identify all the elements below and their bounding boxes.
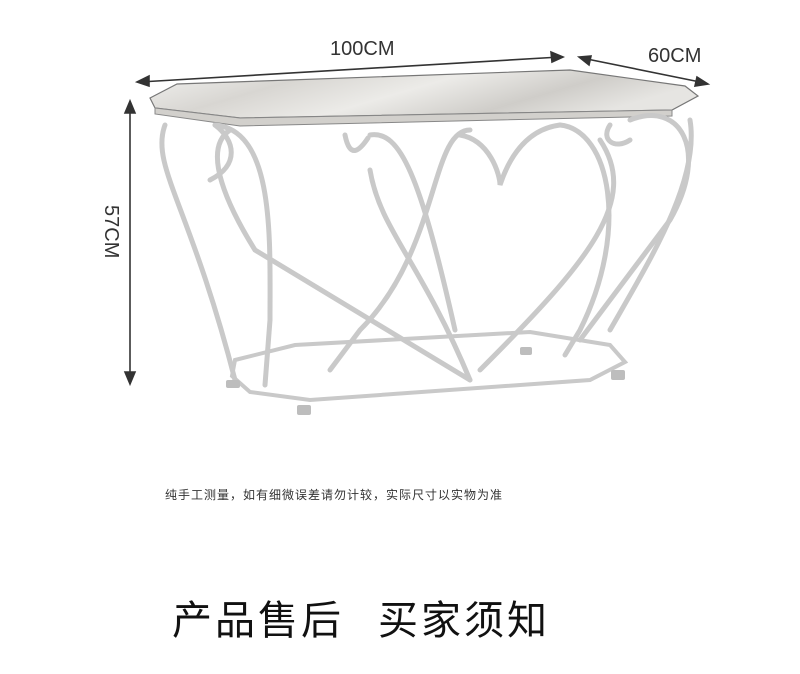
table-dimension-diagram: 100CM 60CM 57CM <box>100 38 711 415</box>
heart-frame <box>159 113 694 403</box>
table-feet <box>226 347 625 415</box>
section-heading: 产品售后买家须知 <box>0 588 800 646</box>
heading-after-sales: 产品售后 <box>172 598 344 644</box>
depth-label: 60CM <box>648 45 701 67</box>
length-label: 100CM <box>330 38 394 60</box>
measurement-disclaimer: 纯手工测量，如有细微误差请勿计较，实际尺寸以实物为准 <box>165 488 504 502</box>
marble-tabletop <box>149 69 700 127</box>
height-dimension-arrow <box>123 98 137 387</box>
depth-dimension-arrow <box>576 55 711 87</box>
heading-buyer-notice: 买家须知 <box>378 598 550 644</box>
length-dimension-arrow <box>134 50 566 88</box>
height-label: 57CM <box>100 205 122 258</box>
